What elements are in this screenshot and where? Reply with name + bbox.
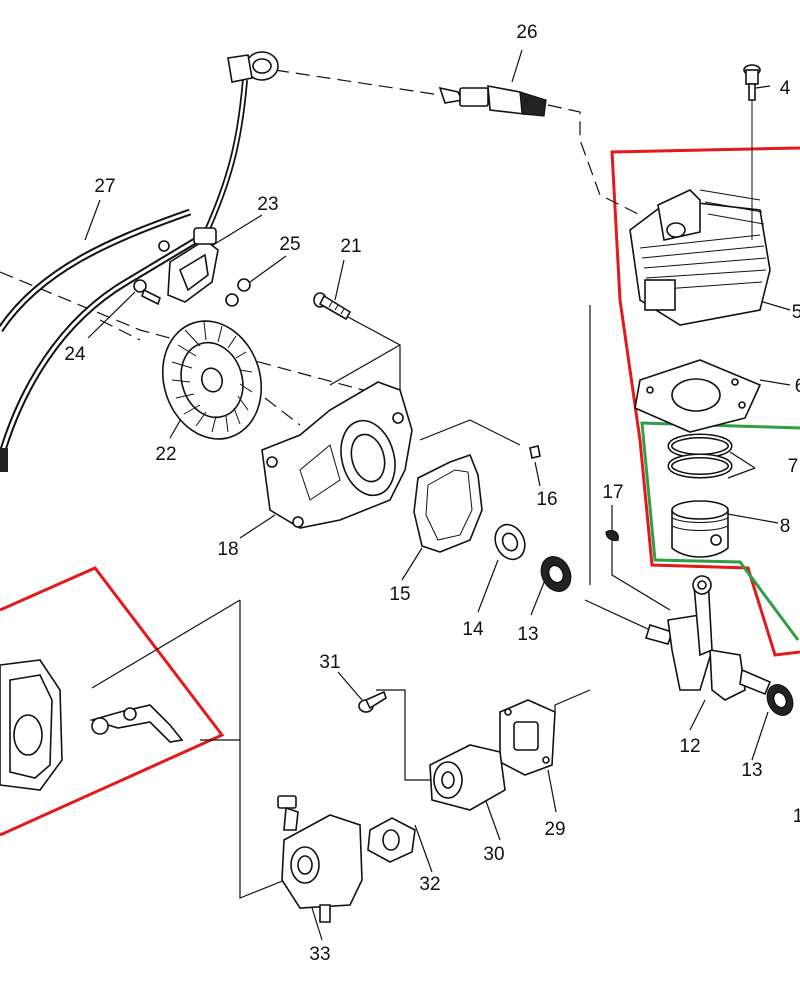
leader-lines <box>84 49 791 941</box>
callout-6: 6 <box>795 376 800 397</box>
intake-gasket <box>499 699 556 776</box>
carburetor-gasket <box>367 817 416 863</box>
oil-seal-13a <box>540 556 572 592</box>
ht-lead <box>202 51 279 237</box>
cylinder-bolt <box>743 64 761 240</box>
cylinder <box>629 189 771 326</box>
dowel-pin <box>529 445 541 459</box>
callout-12: 12 <box>679 736 700 757</box>
ignition-cable <box>0 208 207 472</box>
callout-29: 29 <box>544 819 565 840</box>
crankcase-half <box>261 381 413 529</box>
piston <box>671 500 729 558</box>
ignition-coil <box>167 227 219 303</box>
bolt-21 <box>313 292 352 321</box>
callout-21: 21 <box>340 236 361 257</box>
callout-30: 30 <box>483 844 504 865</box>
callout-14: 14 <box>462 619 484 640</box>
piston-rings <box>667 433 733 479</box>
callout-1: 1 <box>793 806 800 827</box>
callout-13-lower: 13 <box>741 760 762 781</box>
screw-31 <box>358 690 387 713</box>
muffler-group-outline <box>0 566 225 837</box>
oil-seal-13b <box>766 684 794 716</box>
circlip <box>605 529 619 542</box>
carburetor <box>277 795 363 923</box>
callout-5: 5 <box>792 302 800 323</box>
crankshaft <box>644 575 772 701</box>
callout-labels: 26 27 23 25 21 24 22 18 16 15 14 13 17 1… <box>64 22 800 965</box>
spark-plug <box>438 85 547 117</box>
cylinder-group-outline <box>610 146 800 657</box>
callout-18: 18 <box>217 539 238 560</box>
bearing-14 <box>494 523 526 561</box>
callout-4: 4 <box>780 78 791 99</box>
crankcase-gasket <box>413 453 483 553</box>
assembly-dash-lines <box>0 69 641 426</box>
callout-15: 15 <box>389 584 410 605</box>
callout-25: 25 <box>279 234 300 255</box>
callout-17: 17 <box>602 482 623 503</box>
callout-16: 16 <box>536 489 557 510</box>
callout-27: 27 <box>94 176 115 197</box>
callout-7: 7 <box>788 456 799 477</box>
callout-33: 33 <box>309 944 330 965</box>
screw-25 <box>158 240 251 307</box>
flywheel <box>161 320 263 440</box>
callout-24: 24 <box>64 344 86 365</box>
muffler <box>0 659 184 791</box>
callout-8: 8 <box>780 516 791 537</box>
cylinder-gasket <box>634 359 762 433</box>
callout-31: 31 <box>319 652 340 673</box>
callout-32: 32 <box>419 874 440 895</box>
callout-22: 22 <box>155 444 176 465</box>
callout-13-upper: 13 <box>517 624 538 645</box>
callout-23: 23 <box>257 194 278 215</box>
screw-24 <box>133 279 161 306</box>
callout-26: 26 <box>516 22 537 43</box>
intake-manifold <box>429 744 506 811</box>
